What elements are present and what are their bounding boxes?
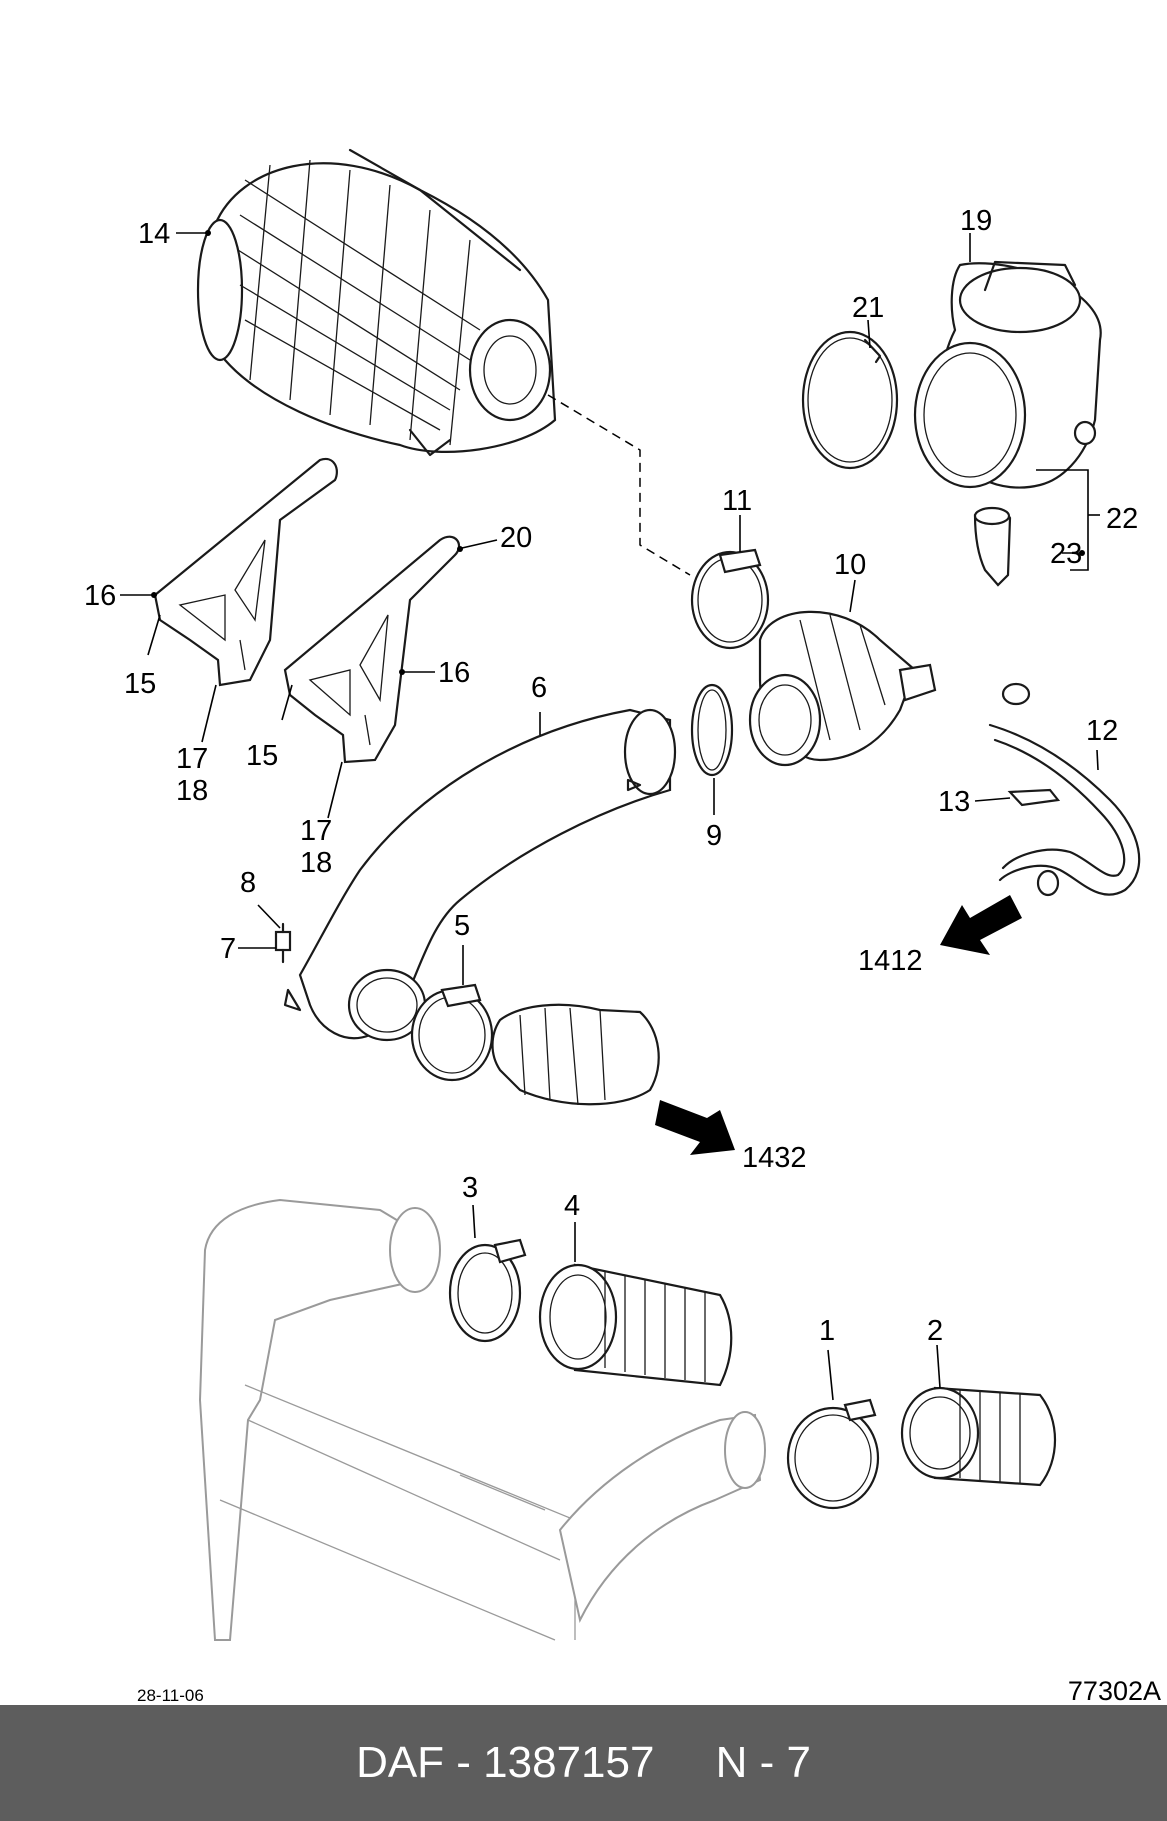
- reference-1432: 1432: [742, 1142, 807, 1174]
- drawing-number: 77302A: [1067, 1676, 1161, 1706]
- callout-17-right: 17: [300, 815, 332, 847]
- arrow-to-1412: [940, 895, 1022, 955]
- date-stamp: 28-11-06: [137, 1686, 204, 1705]
- rubber-elbow-upper: [748, 610, 937, 767]
- callout-labels: 14 19 21 11 10 20 22 23 16 16 15 15 17 1…: [84, 205, 1138, 1347]
- air-filter-housing: [196, 148, 557, 457]
- leader-lines: [120, 230, 1099, 1401]
- band-clamp: [690, 683, 734, 777]
- exploded-parts-diagram: 14 19 21 11 10 20 22 23 16 16 15 15 17 1…: [84, 148, 1141, 1641]
- rubber-bellows-lower: [900, 1386, 1056, 1487]
- drain-valve: [973, 506, 1012, 587]
- footer-part-number: DAF - 1387157 N - 7: [356, 1738, 811, 1787]
- v-band-clamp-lower: [786, 1398, 880, 1510]
- arrow-to-1432: [655, 1100, 735, 1155]
- mounting-bracket-left: [153, 457, 338, 687]
- hose-bracket: [1007, 788, 1061, 807]
- callout-8: 8: [240, 867, 256, 899]
- callout-9: 9: [706, 820, 722, 852]
- callout-19: 19: [960, 205, 992, 237]
- callout-18-left: 18: [176, 775, 208, 807]
- footer-bar: DAF - 1387157 N - 7: [0, 1705, 1167, 1821]
- callout-21: 21: [852, 292, 884, 324]
- callout-22: 22: [1106, 503, 1138, 535]
- callout-16-left: 16: [84, 580, 116, 612]
- callout-7: 7: [220, 933, 236, 965]
- callout-18-right: 18: [300, 847, 332, 879]
- callout-20: 20: [500, 522, 532, 554]
- callout-16-right: 16: [438, 657, 470, 689]
- callout-13: 13: [938, 786, 970, 818]
- callout-17-left: 17: [176, 743, 208, 775]
- callout-15-right: 15: [246, 740, 278, 772]
- coolant-hose: [988, 682, 1141, 897]
- callout-2: 2: [927, 1315, 943, 1347]
- rubber-elbow-middle: [491, 1003, 660, 1106]
- reference-1412: 1412: [858, 945, 923, 977]
- callout-11: 11: [722, 485, 752, 517]
- callout-6: 6: [531, 672, 547, 704]
- callout-5: 5: [454, 910, 470, 942]
- hose-clamp-middle: [410, 983, 494, 1082]
- callout-10: 10: [834, 549, 866, 581]
- air-intake-bellmouth: [913, 260, 1102, 489]
- callout-14: 14: [138, 218, 170, 250]
- hose-clamp-upper: [690, 548, 770, 650]
- callout-15-left: 15: [124, 668, 156, 700]
- v-band-clamp-upper: [448, 1238, 527, 1343]
- pressure-sensor: [274, 922, 292, 964]
- callout-1: 1: [819, 1315, 835, 1347]
- mounting-bracket-right: [283, 535, 461, 764]
- callout-4: 4: [564, 1190, 580, 1222]
- ring-clamp: [801, 330, 899, 470]
- rubber-bellows-upper: [538, 1263, 733, 1387]
- intercooler-ghost: [198, 1198, 766, 1641]
- main-intake-pipe: [283, 708, 677, 1042]
- callout-3: 3: [462, 1172, 478, 1204]
- callout-23: 23: [1050, 538, 1082, 570]
- callout-12: 12: [1086, 715, 1118, 747]
